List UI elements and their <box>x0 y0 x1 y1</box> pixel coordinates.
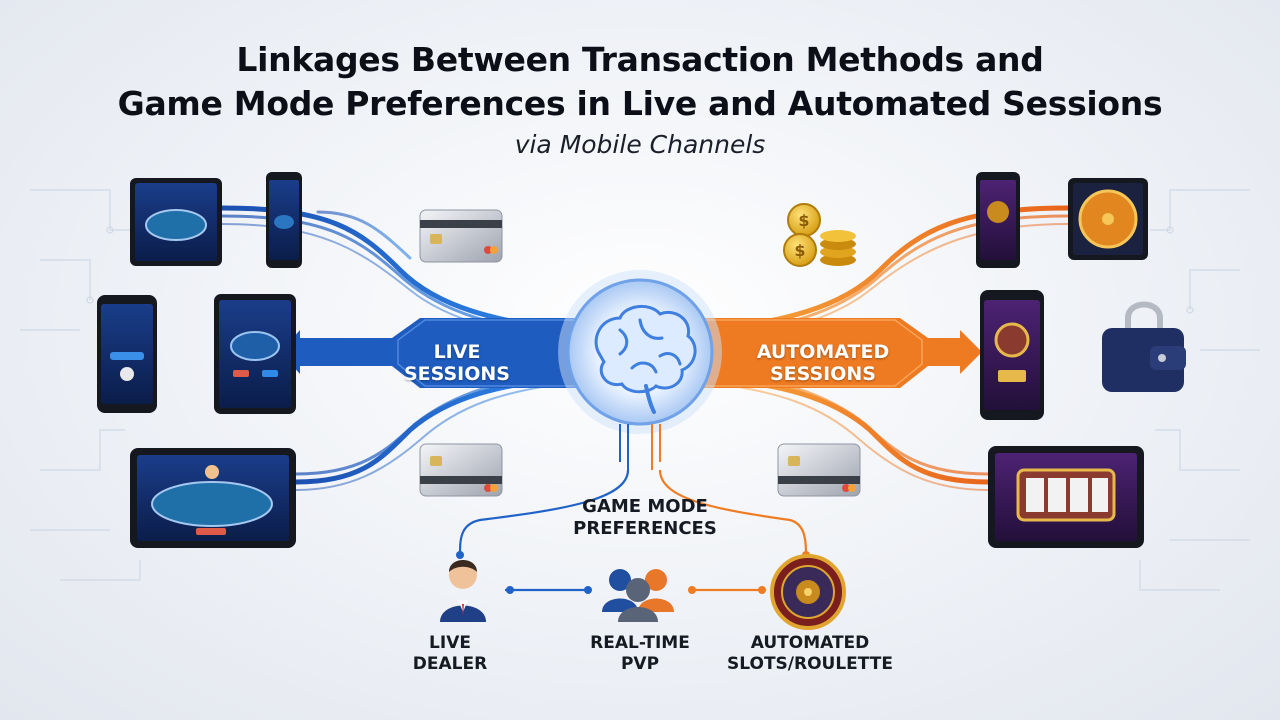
tablet-icon <box>988 446 1144 548</box>
tablet-icon <box>214 294 296 414</box>
live-dealer-icon <box>440 560 486 622</box>
brain-icon <box>594 305 697 414</box>
tablet-icon <box>130 448 296 548</box>
automated-sessions-label-line-1: AUTOMATED <box>756 341 890 363</box>
svg-text:$: $ <box>794 241 805 260</box>
live-sessions-label-line-2: SESSIONS <box>404 363 510 385</box>
option-automated-slots-line-1: AUTOMATED <box>750 633 870 653</box>
diagram-title-line-2: Game Mode Preferences in Live and Automa… <box>117 84 1163 123</box>
coin-stack-icon: $ $ <box>783 203 856 267</box>
game-mode-preferences-label: GAME MODE PREFERENCES <box>545 496 745 540</box>
live-sessions-label-line-1: LIVE <box>433 341 481 363</box>
automated-sessions-label: AUTOMATED SESSIONS <box>748 341 898 385</box>
option-realtime-pvp-line-1: REAL-TIME <box>590 633 690 653</box>
credit-card-icon <box>777 443 861 497</box>
smartphone-icon <box>980 290 1044 420</box>
live-sessions-label: LIVE SESSIONS <box>392 341 522 385</box>
diagram-title-line-1: Linkages Between Transaction Methods and <box>236 40 1044 79</box>
option-live-dealer-label: LIVE DEALER <box>405 633 495 675</box>
tablet-icon <box>1068 178 1148 260</box>
diagram-subtitle: via Mobile Channels <box>514 130 766 159</box>
option-live-dealer-line-2: DEALER <box>412 654 488 674</box>
credit-card-icon <box>419 209 503 263</box>
option-automated-slots-label: AUTOMATED SLOTS/ROULETTE <box>725 633 895 675</box>
game-mode-label-line-2: PREFERENCES <box>573 518 717 539</box>
circuit-background <box>20 189 1260 591</box>
roulette-wheel-icon <box>770 554 846 630</box>
option-realtime-pvp-label: REAL-TIME PVP <box>570 633 710 675</box>
smartphone-icon <box>976 172 1020 268</box>
game-mode-label-line-1: GAME MODE <box>582 496 708 517</box>
option-automated-slots-line-2: SLOTS/ROULETTE <box>727 654 893 674</box>
automated-sessions-arrow <box>700 318 982 388</box>
option-realtime-pvp-line-2: PVP <box>620 654 660 674</box>
smartphone-icon <box>97 295 157 413</box>
svg-text:$: $ <box>798 211 809 230</box>
automated-sessions-label-line-2: SESSIONS <box>770 363 876 385</box>
smartphone-icon <box>266 172 302 268</box>
live-sessions-arrow <box>280 318 580 388</box>
players-group-icon <box>602 569 674 622</box>
wallet-icon <box>1102 301 1186 392</box>
credit-card-icon <box>419 443 503 497</box>
game-mode-connectors <box>456 469 810 594</box>
brain-hub <box>558 270 722 470</box>
tablet-icon <box>130 178 222 266</box>
option-live-dealer-line-1: LIVE <box>429 633 471 653</box>
